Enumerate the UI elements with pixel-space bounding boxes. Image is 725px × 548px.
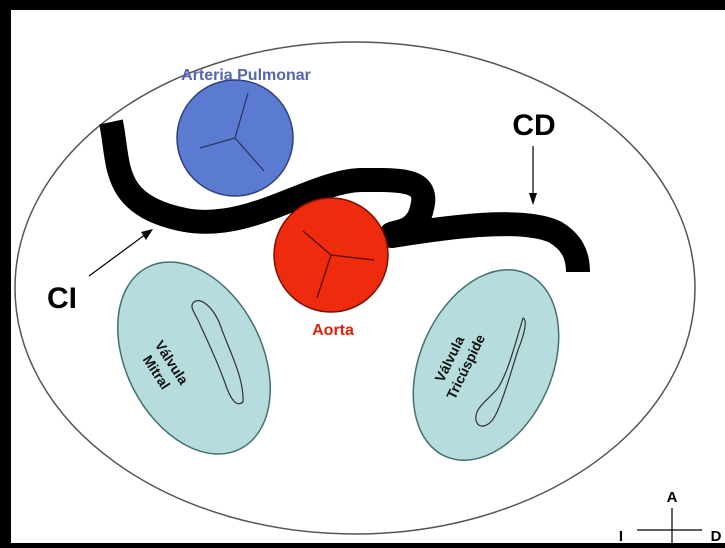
aorta xyxy=(274,198,388,312)
left-coronary-label: CI xyxy=(47,282,77,315)
compass-left-label: I xyxy=(619,528,623,543)
pulmonary-artery xyxy=(177,80,293,196)
aorta-label: Aorta xyxy=(312,322,354,339)
compass-right-label: D xyxy=(711,528,722,543)
pulmonary-artery-label: Arteria Pulmonar xyxy=(181,67,311,84)
compass-anterior-label: A xyxy=(667,489,678,506)
right-coronary-label: CD xyxy=(512,109,555,142)
